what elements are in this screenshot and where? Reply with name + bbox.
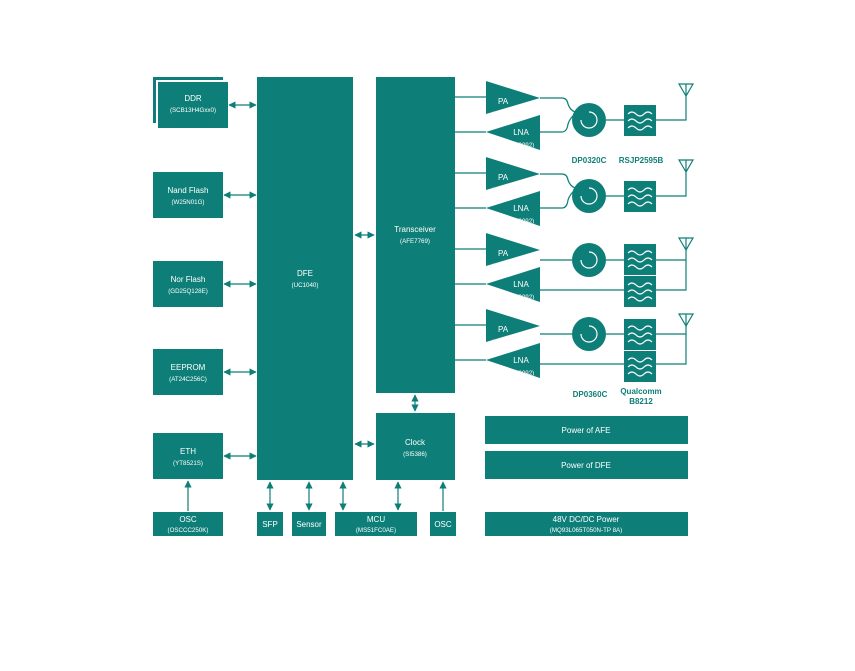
sensor-block: Sensor [292,512,326,536]
nand-part: (W25N01G) [171,199,204,206]
pa-part: (NV6291) [492,263,518,270]
clock-block: Clock (SI5386) [376,413,455,480]
antenna-icon [677,83,695,98]
eth-label: ETH [180,447,196,456]
lna-amplifier [486,343,540,378]
antenna-icon [677,159,695,174]
pa-part: (NV6317) [492,187,518,194]
dfe-label: DFE [297,269,313,278]
ddr-block: DDR (SCB13H4Gxx0) [153,77,228,128]
rf-chain-1: PA (NV6317) LNA (NV9092) [455,81,695,150]
power-dfe-block: Power of DFE [485,451,688,479]
nand-flash-block: Nand Flash (W25N01G) [153,172,223,218]
filter-top-label: RSJP2595B [619,156,664,165]
circulator-icon [572,317,606,351]
power-afe-label: Power of AFE [562,426,611,435]
osc-left-part: (OSCCC250K) [168,527,209,534]
lna-label: LNA [513,280,529,289]
circulator-icon [572,179,606,213]
sfp-label: SFP [262,520,278,529]
sensor-label: Sensor [296,520,322,529]
pa-label: PA [498,325,509,334]
pa-part: (NV6317) [492,111,518,118]
rf-chain-2: PA (NV6317) LNA (NV9092) [455,157,695,226]
dfe-part: (UC1040) [292,282,319,289]
nor-part: (GD25Q128E) [168,288,208,295]
filter-bottom-label-2: B8212 [629,397,653,406]
rf-chain-3: PA (NV6291) LNA (NV9092) [455,233,695,307]
pa-amplifier [486,309,540,342]
transceiver-block: Transceiver (AFE7769) [376,77,455,393]
osc-left-label: OSC [179,515,197,524]
mcu-part: (MS51FC0AE) [356,527,396,534]
mcu-block: MCU (MS51FC0AE) [335,512,417,536]
pa-amplifier [486,81,540,114]
transceiver-label: Transceiver [394,225,436,234]
pa-amplifier [486,157,540,190]
circulator-icon [572,103,606,137]
lna-label: LNA [513,128,529,137]
power-afe-block: Power of AFE [485,416,688,444]
pa-circ-line [540,97,576,113]
eeprom-label: EEPROM [171,363,206,372]
lna-label: LNA [513,356,529,365]
osc-mid-block: OSC [430,512,456,536]
nor-label: Nor Flash [171,275,206,284]
lna-amplifier [486,191,540,226]
power-48v-part: (MQ93L065T050N-TP 8A) [550,527,622,534]
pa-part: (NV6291) [492,339,518,346]
circulator-arrow [580,111,598,129]
circulator-top-label: DP0320C [572,156,607,165]
eeprom-part: (AT24C256C) [169,376,207,383]
pa-label: PA [498,249,509,258]
mcu-label: MCU [367,515,385,524]
lna-part: (NV9092) [508,142,534,149]
eth-block: ETH (YT8521S) [153,433,223,479]
rf-chain-4: PA (NV6291) LNA (NV9092) [455,309,695,382]
antenna-icon [677,313,695,328]
ddr-part: (SCB13H4Gxx0) [170,107,216,114]
osc-left-block: OSC (OSCCC250K) [153,512,223,536]
clock-label: Clock [405,438,426,447]
eeprom-block: EEPROM (AT24C256C) [153,349,223,395]
lna-part: (NV9092) [508,218,534,225]
pa-label: PA [498,173,509,182]
circulator-bottom-label: DP0360C [573,390,608,399]
power-48v-label: 48V DC/DC Power [553,515,620,524]
transceiver-part: (AFE7769) [400,238,430,245]
clock-part: (SI5386) [403,451,427,458]
lna-label: LNA [513,204,529,213]
pa-amplifier [486,233,540,266]
ddr-label: DDR [184,94,202,103]
antenna-icon [677,237,695,252]
lna-amplifier [486,267,540,302]
dfe-block: DFE (UC1040) [257,77,353,480]
filter-bottom-label-1: Qualcomm [620,387,661,396]
lna-part: (NV9092) [508,370,534,377]
osc-mid-label: OSC [434,520,452,529]
nand-label: Nand Flash [168,186,209,195]
sfp-block: SFP [257,512,283,536]
circulator-icon [572,243,606,277]
lna-circ-line [540,113,576,133]
pa-label: PA [498,97,509,106]
power-dfe-label: Power of DFE [561,461,611,470]
lna-amplifier [486,115,540,150]
lna-part: (NV9092) [508,294,534,301]
nor-flash-block: Nor Flash (GD25Q128E) [153,261,223,307]
power-48v-block: 48V DC/DC Power (MQ93L065T050N-TP 8A) [485,512,688,536]
eth-part: (YT8521S) [173,460,203,467]
